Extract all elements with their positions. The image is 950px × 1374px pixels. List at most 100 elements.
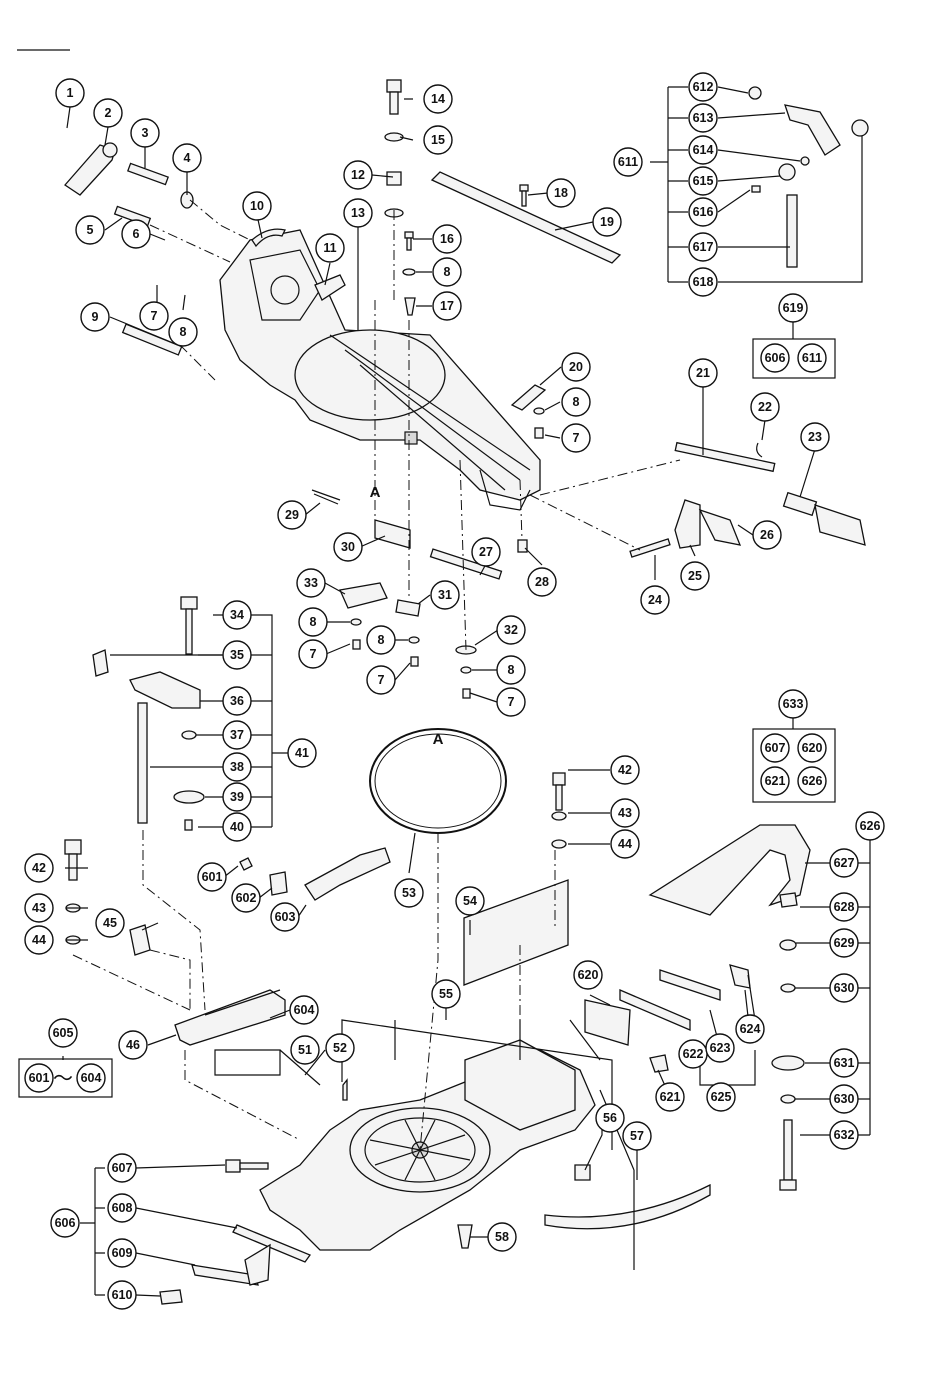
callout-614: 614 [688, 135, 718, 165]
section-marker-a-lower: A [433, 731, 444, 748]
svg-text:612: 612 [693, 80, 714, 94]
svg-text:615: 615 [693, 174, 714, 188]
svg-text:2: 2 [105, 106, 112, 120]
callout-620-kit: 620 [797, 733, 827, 763]
callout-30: 30 [333, 532, 363, 562]
callout-621: 621 [655, 1082, 685, 1112]
svg-text:609: 609 [112, 1246, 133, 1260]
svg-text:58: 58 [495, 1230, 509, 1244]
svg-text:630: 630 [834, 1092, 855, 1106]
callout-45: 45 [95, 908, 125, 938]
svg-text:45: 45 [103, 916, 117, 930]
callout-628: 628 [829, 892, 859, 922]
svg-text:52: 52 [333, 1041, 347, 1055]
svg-text:29: 29 [285, 508, 299, 522]
callout-611: 611 [613, 147, 643, 177]
callout-1: 1 [55, 78, 85, 108]
callout-620: 620 [573, 960, 603, 990]
callout-13: 13 [343, 198, 373, 228]
svg-text:604: 604 [81, 1071, 102, 1085]
callout-6: 6 [121, 219, 151, 249]
callout-608: 608 [107, 1193, 137, 1223]
svg-text:7: 7 [508, 695, 515, 709]
callout-3: 3 [130, 118, 160, 148]
svg-text:56: 56 [603, 1111, 617, 1125]
callout-51: 51 [290, 1035, 320, 1065]
callout-609: 609 [107, 1238, 137, 1268]
callout-58: 58 [487, 1222, 517, 1252]
callout-44-right: 44 [610, 829, 640, 859]
callout-20: 20 [561, 352, 591, 382]
svg-text:623: 623 [710, 1041, 731, 1055]
svg-text:1: 1 [67, 86, 74, 100]
callout-615: 615 [688, 166, 718, 196]
svg-text:630: 630 [834, 981, 855, 995]
callout-34: 34 [222, 600, 252, 630]
callout-16: 16 [432, 224, 462, 254]
svg-text:32: 32 [504, 623, 518, 637]
svg-text:10: 10 [250, 199, 264, 213]
callout-27: 27 [471, 537, 501, 567]
svg-text:11: 11 [323, 241, 336, 255]
svg-text:3: 3 [142, 126, 149, 140]
callout-5: 5 [75, 215, 105, 245]
callout-625: 625 [706, 1082, 736, 1112]
svg-text:18: 18 [554, 186, 568, 200]
svg-text:9: 9 [92, 310, 99, 324]
svg-text:31: 31 [438, 588, 452, 602]
callout-629: 629 [829, 928, 859, 958]
callout-607: 607 [107, 1153, 137, 1183]
svg-text:625: 625 [711, 1090, 732, 1104]
svg-text:8: 8 [573, 395, 580, 409]
svg-text:611: 611 [618, 155, 638, 169]
callout-602: 602 [231, 883, 261, 913]
upper-arm-assembly-drawing [64, 79, 866, 699]
svg-text:624: 624 [740, 1022, 761, 1036]
svg-text:22: 22 [758, 400, 772, 414]
svg-text:38: 38 [230, 760, 244, 774]
svg-text:7: 7 [378, 673, 385, 687]
svg-text:42: 42 [618, 763, 632, 777]
svg-text:8: 8 [180, 325, 187, 339]
callout-633: 633 [778, 689, 808, 719]
callout-11: 11 [315, 233, 345, 263]
extension-kit-drawing [584, 718, 871, 1191]
svg-text:51: 51 [298, 1043, 312, 1057]
callout-39: 39 [222, 782, 252, 812]
callout-611-kit: 611 [797, 343, 827, 373]
callout-14: 14 [423, 84, 453, 114]
svg-text:7: 7 [151, 309, 158, 323]
left-fence-assembly-drawing [18, 830, 391, 1141]
svg-text:25: 25 [688, 569, 702, 583]
callout-21: 21 [688, 358, 718, 388]
svg-text:631: 631 [834, 1056, 855, 1070]
sub-fence-kit-606-drawing [80, 1159, 312, 1305]
callout-29: 29 [277, 500, 307, 530]
callout-40: 40 [222, 812, 252, 842]
callout-621-kit: 621 [760, 766, 790, 796]
range-separator: 〜 [53, 1066, 73, 1090]
callout-612: 612 [688, 72, 718, 102]
callout-2: 2 [93, 98, 123, 128]
callout-35: 35 [222, 640, 252, 670]
svg-text:46: 46 [126, 1038, 140, 1052]
svg-text:621: 621 [765, 774, 786, 788]
callout-22: 22 [750, 392, 780, 422]
svg-text:55: 55 [439, 987, 453, 1001]
svg-text:34: 34 [230, 608, 244, 622]
svg-text:4: 4 [184, 151, 191, 165]
callout-605: 605 [48, 1018, 78, 1048]
callout-32: 32 [496, 615, 526, 645]
svg-text:26: 26 [760, 528, 774, 542]
svg-text:601: 601 [202, 870, 223, 884]
svg-text:17: 17 [440, 299, 454, 313]
callout-46: 46 [118, 1030, 148, 1060]
callout-601: 601 [197, 862, 227, 892]
svg-text:633: 633 [783, 697, 804, 711]
callout-17: 17 [432, 291, 462, 321]
callout-630-lower: 630 [829, 1084, 859, 1114]
callout-42-right: 42 [610, 755, 640, 785]
callout-56: 56 [595, 1103, 625, 1133]
svg-text:36: 36 [230, 694, 244, 708]
